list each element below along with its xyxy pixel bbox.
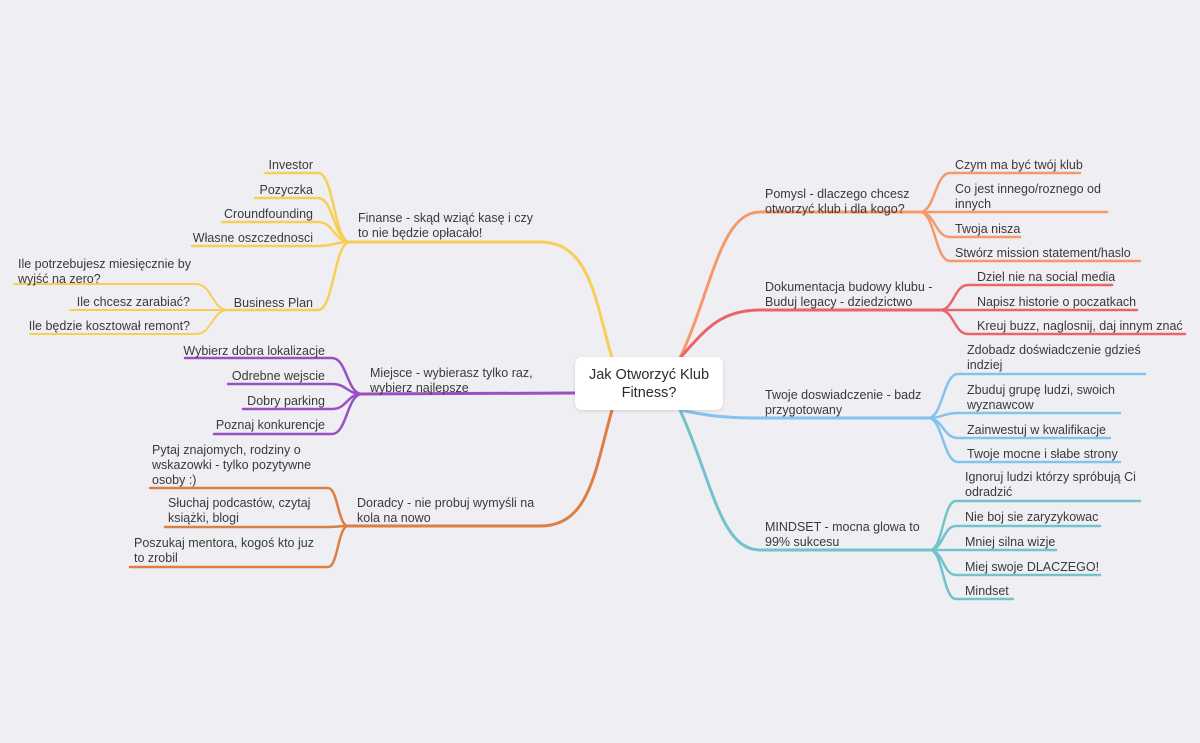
topic-pomysl-innego[interactable]: Co jest innego/roznego od innych xyxy=(955,182,1101,211)
connector-miejsce-child xyxy=(226,382,364,396)
topic-dosw-strony[interactable]: Twoje mocne i słabe strony xyxy=(967,447,1118,461)
central-topic[interactable]: Jak Otworzyć Klub Fitness? xyxy=(575,357,723,410)
connector-dokumentacja xyxy=(678,308,942,360)
branch-mindset[interactable]: MINDSET - mocna glowa to 99% sukcesu xyxy=(765,520,920,549)
topic-dosw-kwalifikacje[interactable]: Zainwestuj w kwalifikacje xyxy=(967,423,1106,437)
topic-finanse-croundfounding[interactable]: Croundfounding xyxy=(224,207,313,221)
connector-pomysl xyxy=(678,210,922,360)
topic-miejsce-parking[interactable]: Dobry parking xyxy=(247,394,325,408)
connector-business-plan xyxy=(226,240,352,312)
connector-finanse-child xyxy=(190,240,352,248)
topic-bp-remont[interactable]: Ile będzie kosztował remont? xyxy=(28,319,190,333)
topic-doradcy-znajomi[interactable]: Pytaj znajomych, rodziny o wskazowki - t… xyxy=(152,443,312,487)
connector-bp-child xyxy=(29,309,229,335)
connector-doradcy xyxy=(346,408,614,528)
branch-doswiadczenie[interactable]: Twoje doswiadczenie - badz przygotowany xyxy=(765,388,922,417)
topic-mind-ryzyko[interactable]: Nie boj sie zaryzykowac xyxy=(965,510,1099,524)
central-topic-label: Jak Otworzyć Klub Fitness? xyxy=(588,366,710,401)
topic-mind-wizje[interactable]: Mniej silna wizje xyxy=(965,535,1056,549)
connector-pomysl-child xyxy=(918,210,1142,263)
connector-doswiadczenie xyxy=(678,408,930,420)
topic-mind-mindset[interactable]: Mindset xyxy=(965,584,1009,598)
connector-dosw-child xyxy=(926,411,1122,420)
topic-mind-dlaczego[interactable]: Miej swoje DLACZEGO! xyxy=(965,560,1100,574)
branch-finanse[interactable]: Finanse - skąd wziąć kasę i czy to nie b… xyxy=(358,211,534,240)
topic-dok-historie[interactable]: Napisz historie o poczatkach xyxy=(977,295,1137,309)
topic-bp-zarabiac[interactable]: Ile chcesz zarabiać? xyxy=(76,295,190,309)
branch-doradcy[interactable]: Doradcy - nie probuj wymyśli na kola na … xyxy=(357,496,535,525)
connector-finanse xyxy=(348,240,614,360)
topic-doradcy-mentor[interactable]: Poszukaj mentora, kogoś kto juz to zrobi… xyxy=(134,536,314,565)
topic-business-plan[interactable]: Business Plan xyxy=(233,296,313,310)
branch-pomysl[interactable]: Pomysl - dlaczego chcesz otworzyć klub i… xyxy=(765,187,910,216)
connector-dosw-child xyxy=(926,372,1147,420)
topic-dosw-grupa[interactable]: Zbuduj grupę ludzi, swoich wyznawcow xyxy=(967,383,1115,412)
connector-miejsce xyxy=(360,391,577,396)
topic-miejsce-lokalizacja[interactable]: Wybierz dobra lokalizacje xyxy=(183,344,325,358)
connector-mindset xyxy=(678,408,932,552)
branch-dokumentacja[interactable]: Dokumentacja budowy klubu - Buduj legacy… xyxy=(765,280,933,309)
topic-mind-ignoruj[interactable]: Ignoruj ludzi którzy spróbują Ci odradzi… xyxy=(965,470,1136,499)
topic-finanse-investor[interactable]: Investor xyxy=(268,158,313,172)
topic-bp-zero[interactable]: Ile potrzebujesz miesięcznie by wyjść na… xyxy=(18,257,191,286)
connector-mind-child xyxy=(928,548,1015,601)
topic-dosw-zdobadz[interactable]: Zdobadz doświadczenie gdzieś indziej xyxy=(967,343,1141,372)
connector-doradcy-child xyxy=(163,524,350,529)
connector-pomysl-child xyxy=(918,171,1082,214)
topic-miejsce-konkurencja[interactable]: Poznaj konkurencje xyxy=(215,418,325,432)
topic-dok-social[interactable]: Dziel nie na social media xyxy=(977,270,1116,284)
topic-finanse-oszczednosci[interactable]: Własne oszczednosci xyxy=(192,231,313,245)
topic-pomysl-mission[interactable]: Stwórz mission statement/haslo xyxy=(955,246,1131,260)
branch-miejsce[interactable]: Miejsce - wybierasz tylko raz, wybierz n… xyxy=(370,366,533,395)
topic-miejsce-wejscie[interactable]: Odrebne wejscie xyxy=(231,369,325,383)
topic-doradcy-podcasty[interactable]: Słuchaj podcastów, czytaj książki, blogi xyxy=(168,496,311,525)
connector-dosw-child xyxy=(926,416,1122,464)
connector-miejsce-child xyxy=(212,392,364,436)
connector-dok-child xyxy=(938,308,1187,336)
connector-doradcy-child xyxy=(148,486,350,528)
topic-pomysl-nisza[interactable]: Twoja nisza xyxy=(955,222,1021,236)
topic-finanse-pozyczka[interactable]: Pozyczka xyxy=(259,183,314,197)
topic-pomysl-czym[interactable]: Czym ma być twój klub xyxy=(955,158,1083,172)
connector-doradcy-child xyxy=(128,524,350,569)
topic-dok-buzz[interactable]: Kreuj buzz, naglosnij, daj innym znać xyxy=(977,319,1183,333)
